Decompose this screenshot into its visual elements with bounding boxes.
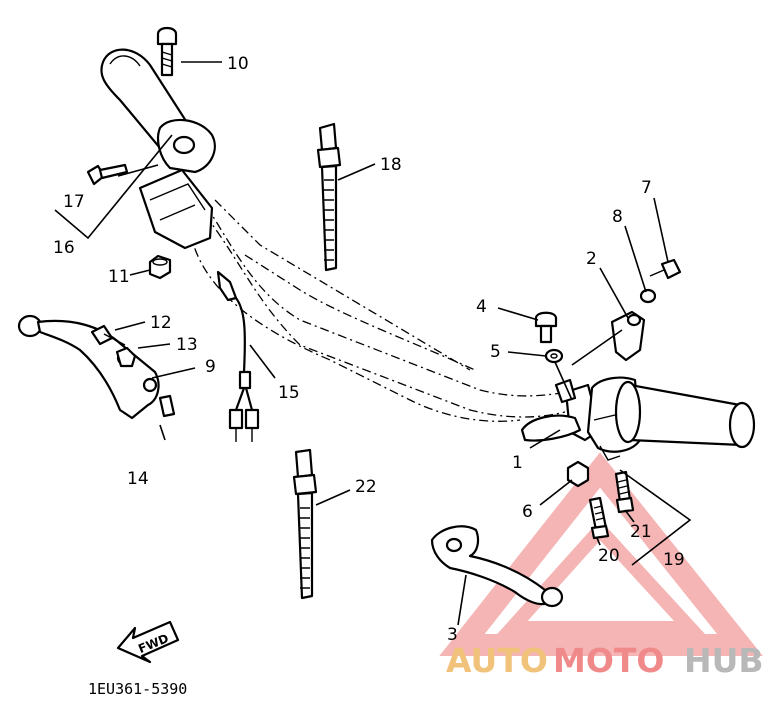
nut-13 [115,346,137,368]
callout-21: 21 [630,522,652,542]
callout-9: 9 [205,357,216,377]
callout-13: 13 [176,335,198,355]
screw-20 [588,496,610,540]
callout-19: 19 [663,550,685,570]
watermark-auto: AUTO [446,641,548,680]
callout-20: 20 [598,546,620,566]
callout-17: 17 [63,192,85,212]
callout-2: 2 [586,249,597,269]
watermark-text: AUTO MOTO HUB [446,641,764,680]
callout-22: 22 [355,477,377,497]
cable-tie-22 [292,448,318,600]
callout-7: 7 [641,178,652,198]
washer-5 [544,348,564,364]
callout-14: 14 [127,469,149,489]
callout-16: 16 [53,238,75,258]
callouts: 10 18 17 16 11 12 13 9 15 14 22 7 8 2 4 … [53,54,685,645]
callout-6: 6 [522,502,533,522]
callout-10: 10 [227,54,249,74]
nut-6 [566,460,590,488]
bolt-12 [90,324,126,346]
clutch-lever-left [17,314,160,420]
callout-15: 15 [278,383,300,403]
clamp-2 [610,310,646,362]
diagram-code: 1EU361-5390 [88,680,187,698]
callout-4: 4 [476,297,487,317]
callout-8: 8 [612,207,623,227]
watermark-hub: HUB [684,641,764,680]
callout-12: 12 [150,313,172,333]
callout-18: 18 [380,155,402,175]
washer-8 [639,288,657,304]
cable-tie-18 [316,122,342,272]
handlebar [189,189,571,422]
leader-lines [54,61,692,626]
pin-14 [158,394,176,418]
bolt-4 [534,311,558,344]
brake-lever-3 [430,525,564,608]
fwd-arrow: FWD [116,620,180,664]
callout-3: 3 [447,625,458,645]
bolt-10 [156,26,178,77]
bolt-7 [649,258,682,280]
callout-1: 1 [512,453,523,473]
left-lever-holder [138,118,216,250]
nut-11 [148,254,172,280]
wire-15 [216,270,260,442]
callout-11: 11 [108,267,130,287]
callout-5: 5 [490,342,501,362]
right-grip [614,380,756,449]
watermark-triangle [439,452,763,656]
screw-17 [86,163,129,186]
watermark-moto: MOTO [553,641,664,680]
screw-21 [614,470,635,514]
